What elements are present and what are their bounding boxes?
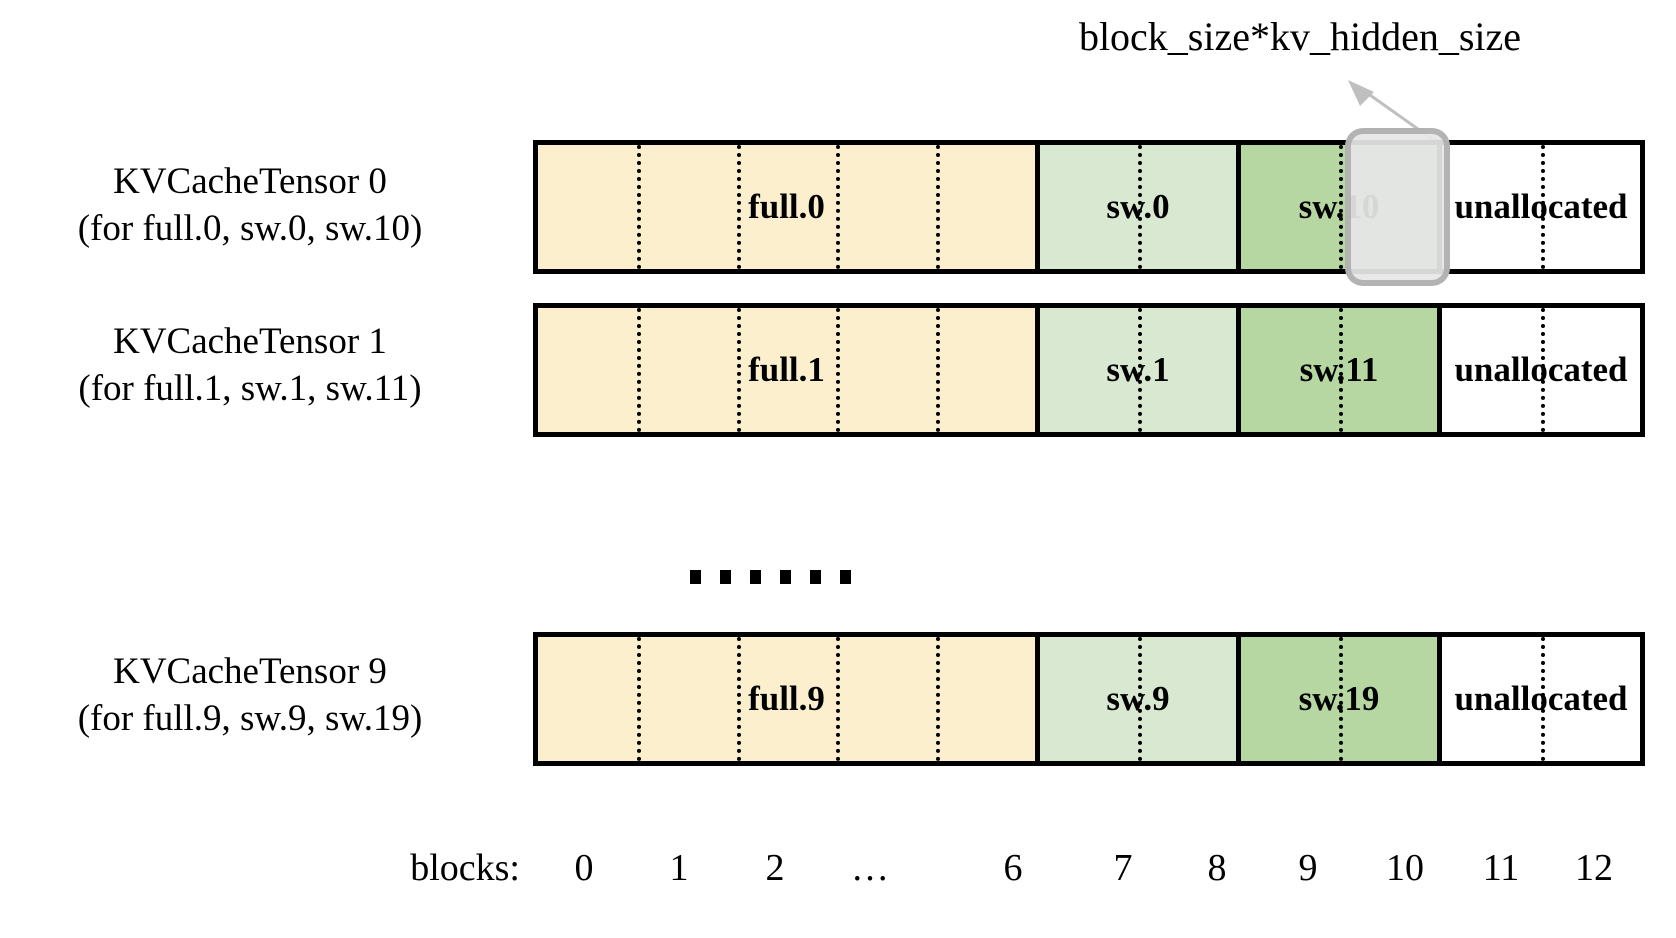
segment-unallocated-9[interactable]: unallocated (1442, 637, 1640, 761)
segment-sw-a-0-label: sw.0 (1106, 186, 1170, 226)
segment-full-9-label: full.9 (748, 678, 825, 718)
row-label-9-title: KVCacheTensor 9 (113, 651, 387, 692)
segment-sw-b-1-label: sw.11 (1299, 349, 1379, 389)
axis-tick-12: 12 (1575, 847, 1613, 889)
segment-full-0[interactable]: full.0 (538, 145, 1040, 269)
annotation-label: block_size*kv_hidden_size (1078, 14, 1522, 59)
axis-tick-…: … (851, 847, 889, 889)
axis-title: blocks: (410, 847, 520, 889)
segment-sw-b-9-label: sw.19 (1298, 678, 1380, 718)
vertical-ellipsis (690, 570, 851, 584)
segment-sw-a-9[interactable]: sw.9 (1040, 637, 1241, 761)
axis-tick-7: 7 (1113, 847, 1133, 889)
kvcache-bar-0: full.0 sw.0 sw.10 unallocated (533, 140, 1645, 274)
segment-full-1-label: full.1 (748, 349, 825, 389)
ellipsis-dot (810, 570, 821, 584)
segment-sw-b-0-label: sw.10 (1298, 186, 1380, 226)
axis-tick-0: 0 (574, 847, 594, 889)
axis-tick-1: 1 (669, 847, 689, 889)
axis-tick-10: 10 (1386, 847, 1424, 889)
ellipsis-dot (840, 570, 851, 584)
ellipsis-dot (690, 570, 701, 584)
axis-tick-9: 9 (1298, 847, 1318, 889)
segment-full-9[interactable]: full.9 (538, 637, 1040, 761)
row-label-1-title: KVCacheTensor 1 (113, 321, 387, 362)
segment-sw-a-0[interactable]: sw.0 (1040, 145, 1241, 269)
row-label-9-subtitle: (for full.9, sw.9, sw.19) (77, 698, 423, 740)
segment-unallocated-1-label: unallocated (1454, 349, 1628, 389)
axis-tick-11: 11 (1482, 847, 1520, 889)
ellipsis-dot (780, 570, 791, 584)
segment-unallocated-9-label: unallocated (1454, 678, 1628, 718)
segment-unallocated-0-label: unallocated (1454, 186, 1628, 226)
segment-sw-a-9-label: sw.9 (1106, 678, 1170, 718)
row-label-1-subtitle: (for full.1, sw.1, sw.11) (78, 368, 422, 410)
kvcache-bar-9: full.9 sw.9 sw.19 unallocated (533, 632, 1645, 766)
segment-sw-a-1-label: sw.1 (1106, 349, 1170, 389)
row-label-9: KVCacheTensor 9 (for full.9, sw.9, sw.19… (10, 648, 490, 743)
row-label-0-subtitle: (for full.0, sw.0, sw.10) (77, 208, 423, 250)
ellipsis-dot (720, 570, 731, 584)
segment-sw-b-0[interactable]: sw.10 (1241, 145, 1442, 269)
row-label-0: KVCacheTensor 0 (for full.0, sw.0, sw.10… (10, 158, 490, 253)
segment-sw-b-9[interactable]: sw.19 (1241, 637, 1442, 761)
axis-tick-6: 6 (1003, 847, 1023, 889)
segment-unallocated-0[interactable]: unallocated (1442, 145, 1640, 269)
axis-tick-2: 2 (765, 847, 785, 889)
kvcache-bar-1: full.1 sw.1 sw.11 unallocated (533, 303, 1645, 437)
row-label-1: KVCacheTensor 1 (for full.1, sw.1, sw.11… (10, 318, 490, 413)
row-label-0-title: KVCacheTensor 0 (113, 161, 387, 202)
segment-full-0-label: full.0 (748, 186, 825, 226)
segment-sw-a-1[interactable]: sw.1 (1040, 308, 1241, 432)
segment-full-1[interactable]: full.1 (538, 308, 1040, 432)
segment-sw-b-1[interactable]: sw.11 (1241, 308, 1442, 432)
ellipsis-dot (750, 570, 761, 584)
axis-tick-8: 8 (1207, 847, 1227, 889)
segment-unallocated-1[interactable]: unallocated (1442, 308, 1640, 432)
